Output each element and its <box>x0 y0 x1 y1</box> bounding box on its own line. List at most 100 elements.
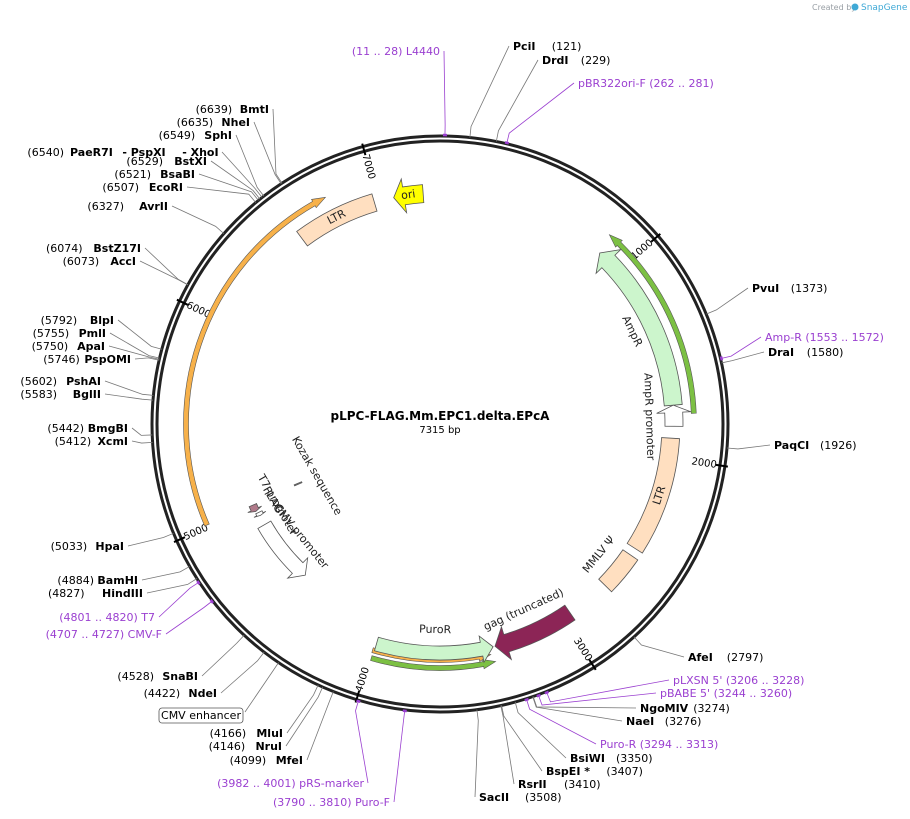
site-leader <box>104 380 154 396</box>
site-pvui[interactable]: PvuI(1373) <box>752 282 827 295</box>
site-drai[interactable]: DraI(1580) <box>768 346 843 359</box>
site-pspomi[interactable]: PspOMI(5746) <box>43 353 131 366</box>
primer-plxsn-5-3206-3228[interactable]: pLXSN 5' (3206 .. 3228) <box>544 674 805 695</box>
site-rsrii[interactable]: RsrII(3410) <box>518 778 601 791</box>
site-blpi[interactable]: BlpI (5792) <box>41 314 114 327</box>
site-bsabi[interactable]: BsaBI(6521) <box>114 168 195 181</box>
primer-puro-r-3294-3313[interactable]: Puro-R (3294 .. 3313) <box>524 697 719 751</box>
site-name: NgoMIV <box>640 702 689 715</box>
site-leader <box>706 287 749 315</box>
feature-kozak: Kozak sequence <box>289 434 345 518</box>
site-xcmi[interactable]: XcmI(5412) <box>55 435 128 448</box>
site-name: DrdI <box>542 54 569 67</box>
site-bamhi[interactable]: BamHI(4884) <box>57 574 138 587</box>
site-bsiwi[interactable]: BsiWI(3350) <box>570 752 653 765</box>
site-position: (5792) <box>41 314 78 327</box>
site-paer7i-group[interactable]: (6540)PaeR7I- PspXI- XhoI <box>27 146 218 159</box>
site-paqci[interactable]: PaqCI(1926) <box>774 439 857 452</box>
site-bglii[interactable]: BglII(5583) <box>20 388 101 401</box>
site-name: RsrII <box>518 778 547 791</box>
site-bstz17i[interactable]: BstZ17I(6074) <box>46 242 141 255</box>
feature-mmlv-psi-shape <box>598 549 639 593</box>
primer-marker <box>356 699 361 703</box>
site-bmgbi[interactable]: BmgBI(5442) <box>47 422 128 435</box>
feature-cmv-promoter: CMV promoter <box>257 502 332 579</box>
feature-ori-shape <box>393 177 425 215</box>
plasmid-length: 7315 bp <box>419 425 460 436</box>
site-sacii[interactable]: SacII(3508) <box>479 791 562 804</box>
primer-amp-r-1553-1572[interactable]: Amp-R (1553 .. 1572) <box>719 331 884 361</box>
site-pmli[interactable]: PmlI(5755) <box>33 327 106 340</box>
site-bstxi[interactable]: BstXI(6529) <box>126 155 207 168</box>
site-name: SnaBI <box>162 670 198 683</box>
primer-labels: (11 .. 28) L4440 pBR322ori-F (262 .. 281)… <box>46 45 884 809</box>
site-name: BstXI <box>174 155 207 168</box>
site-position: (6549) <box>159 129 196 142</box>
site-name: NheI <box>221 116 250 129</box>
primer-leader <box>443 50 446 137</box>
site-mfei[interactable]: MfeI(4099) <box>230 754 303 767</box>
cmv-enhancer-label[interactable]: CMV enhancer <box>158 707 244 724</box>
site-name: PciI <box>513 40 535 53</box>
site-apai[interactable]: ApaI(5750) <box>32 340 105 353</box>
tick-5000 <box>173 536 186 543</box>
tick-4000 <box>354 690 361 703</box>
primer-label: pBR322ori-F (262 .. 281) <box>578 77 714 90</box>
site-hpai[interactable]: HpaI(5033) <box>51 540 124 553</box>
site-naei[interactable]: NaeI(3276) <box>626 715 701 728</box>
site-avrii[interactable]: AvrII(6327) <box>87 200 168 213</box>
site-snabi[interactable]: SnaBI (4528) <box>117 670 198 683</box>
site-leader <box>139 260 189 286</box>
site-position: (5755) <box>33 327 70 340</box>
site-ndei[interactable]: NdeI(4422) <box>144 687 217 700</box>
site-name: BspEI * <box>546 765 590 778</box>
primer-4801-4820-t7[interactable]: (4801 .. 4820) T7 <box>59 580 201 624</box>
feature-ltr-right: LTR <box>626 437 680 554</box>
site-name: ApaI <box>77 340 105 353</box>
site-position: (3276) <box>665 715 702 728</box>
site-leader <box>141 566 190 581</box>
primer-leader <box>355 700 369 784</box>
site-position: (6074) <box>46 242 83 255</box>
site-position: (3274) <box>693 702 730 715</box>
site-bmti[interactable]: BmtI(6639) <box>196 103 269 116</box>
site-pcii[interactable]: PciI(121) <box>513 40 581 53</box>
site-nrui[interactable]: NruI(4146) <box>209 740 282 753</box>
site-name: BlpI <box>90 314 114 327</box>
primer-label: pLXSN 5' (3206 .. 3228) <box>673 674 804 687</box>
site-pshai[interactable]: PshAI(5602) <box>20 375 101 388</box>
site-name: PvuI <box>752 282 779 295</box>
primer-4707-4727-cmv-f[interactable]: (4707 .. 4727) CMV-F <box>46 599 215 641</box>
site-name: MfeI <box>276 754 303 767</box>
site-leader <box>131 427 153 436</box>
site-position: (5583) <box>20 388 57 401</box>
site-name: SphI <box>204 129 232 142</box>
site-leader <box>514 701 567 759</box>
site-ecori[interactable]: EcoRI(6507) <box>102 181 183 194</box>
site-leader <box>474 709 479 798</box>
site-nhei[interactable]: NheI(6635) <box>177 116 250 129</box>
site-leader <box>220 651 265 694</box>
site-hindiii[interactable]: HindIII(4827) <box>48 587 143 600</box>
primer-11-28-l4440[interactable]: (11 .. 28) L4440 <box>352 45 447 137</box>
site-mlui[interactable]: MluI(4166) <box>210 727 283 740</box>
tick-7000 <box>361 143 367 156</box>
primer-pbabe-5-3244-3260[interactable]: pBABE 5' (3244 .. 3260) <box>536 687 792 700</box>
site-name: PaqCI <box>774 439 809 452</box>
site-name: HindIII <box>102 587 143 600</box>
site-leader <box>495 59 539 142</box>
site-name: BamHI <box>97 574 138 587</box>
site-acci[interactable]: AccI(6073) <box>63 255 136 268</box>
site-afei[interactable]: AfeI(2797) <box>688 651 763 664</box>
primer-3790-3810-puro-f[interactable]: (3790 .. 3810) Puro-F <box>273 709 407 809</box>
site-sphi[interactable]: SphI (6549) <box>159 129 232 142</box>
site-bspei[interactable]: BspEI *(3407) <box>546 765 643 778</box>
primer-pbr322ori-f-262-281[interactable]: pBR322ori-F (262 .. 281) <box>504 77 714 145</box>
site-ngomiv[interactable]: NgoMIV (3274) <box>640 702 730 715</box>
primer-3982-4001-prs-marker[interactable]: (3982 .. 4001) pRS-marker <box>217 699 364 790</box>
primer-label: Amp-R (1553 .. 1572) <box>765 331 884 344</box>
site-drdi[interactable]: DrdI(229) <box>542 54 610 67</box>
site-position: (4528) <box>117 670 154 683</box>
site-name: AccI <box>110 255 136 268</box>
site-leader <box>144 247 189 286</box>
